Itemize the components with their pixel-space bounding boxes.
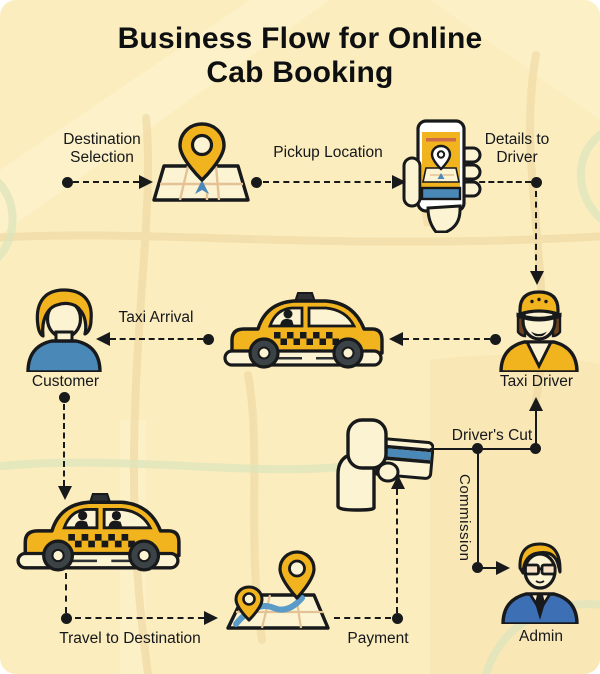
arrow-pickup-location-dot [251, 177, 262, 188]
arrow-commission-dot [472, 562, 483, 573]
arrow-travel-dot [61, 613, 72, 624]
node-taxi-driver [494, 284, 584, 372]
arrow-commission-line-h [481, 567, 499, 569]
arrow-payment-head [391, 475, 405, 489]
arrow-commission-head [496, 561, 510, 575]
arrow-details-to-driver-head [530, 271, 544, 285]
arrow-driver-to-taxi-dot [490, 334, 501, 345]
arrow-details-to-driver-line-h [470, 181, 531, 183]
node-phone-app [402, 118, 482, 233]
edge-label-destination-selection: Destination Selection [63, 131, 141, 167]
edge-label-payment: Payment [347, 630, 409, 647]
arrow-payment-dot [392, 613, 403, 624]
arrow-payment-line-v [396, 489, 398, 613]
node-admin [498, 540, 582, 624]
hand-credit-card-icon [336, 418, 434, 512]
node-label-customer: Customer [31, 373, 100, 390]
arrow-customer-to-taxi-line [63, 404, 65, 486]
map-location-pin-icon [152, 122, 250, 202]
arrow-destination-selection-dot [62, 177, 73, 188]
arrow-travel-line-h [75, 617, 204, 619]
arrow-taxi-arrival-head [96, 332, 110, 346]
arrow-taxi-arrival-line [110, 338, 203, 340]
phone-in-hand-icon [402, 119, 482, 233]
arrow-customer-to-taxi-head [58, 486, 72, 500]
edge-label-details-to-driver: Details to Driver [484, 131, 550, 167]
arrow-pickup-location-line [263, 181, 391, 183]
page-title-line1: Business Flow for Online [117, 22, 483, 55]
node-customer [22, 286, 108, 372]
arrow-travel-line-v [65, 573, 67, 613]
edge-label-pickup-location: Pickup Location [273, 144, 383, 161]
edge-label-taxi-arrival: Taxi Arrival [118, 309, 194, 326]
taxi-with-passengers-icon [16, 493, 181, 572]
arrow-commission-line-v [477, 450, 479, 568]
taxi-driver-icon [499, 290, 579, 372]
node-destination-map [150, 120, 252, 204]
arrow-drivers-cut-head [529, 397, 543, 411]
node-payment-card [336, 414, 434, 512]
node-label-admin: Admin [519, 628, 563, 645]
arrow-payment-line-h [334, 617, 391, 619]
arrow-driver-to-taxi-line [403, 338, 490, 340]
edge-label-travel-to-destination: Travel to Destination [59, 630, 201, 647]
arrow-customer-to-taxi-dot [59, 392, 70, 403]
arrow-destination-selection-head [139, 175, 153, 189]
arrow-drivers-cut-dot-right [530, 443, 541, 454]
arrow-drivers-cut-dot-left [472, 443, 483, 454]
edge-label-commission: Commission [456, 474, 473, 562]
arrow-pickup-location-head [392, 175, 406, 189]
node-travel-taxi [14, 492, 182, 576]
page-title: Business Flow for Online Cab Booking [0, 22, 600, 90]
page-title-line2: Cab Booking [206, 56, 394, 90]
admin-icon [501, 542, 579, 624]
arrow-details-to-driver-dot [531, 177, 542, 188]
arrow-taxi-arrival-dot [203, 334, 214, 345]
arrow-details-to-driver-line-v [535, 191, 537, 271]
route-map-icon [226, 550, 330, 630]
node-taxi [222, 291, 384, 373]
customer-icon [26, 288, 102, 372]
arrow-travel-head [204, 611, 218, 625]
arrow-destination-selection-line [73, 181, 139, 183]
arrow-driver-to-taxi-head [389, 332, 403, 346]
arrow-drivers-cut-line-v [535, 409, 537, 448]
arrow-drivers-cut-line-h [430, 448, 536, 450]
node-label-taxi-driver: Taxi Driver [499, 373, 574, 390]
taxi-icon [223, 292, 384, 369]
node-route-map [226, 550, 332, 632]
edge-label-drivers-cut: Driver's Cut [451, 427, 533, 444]
